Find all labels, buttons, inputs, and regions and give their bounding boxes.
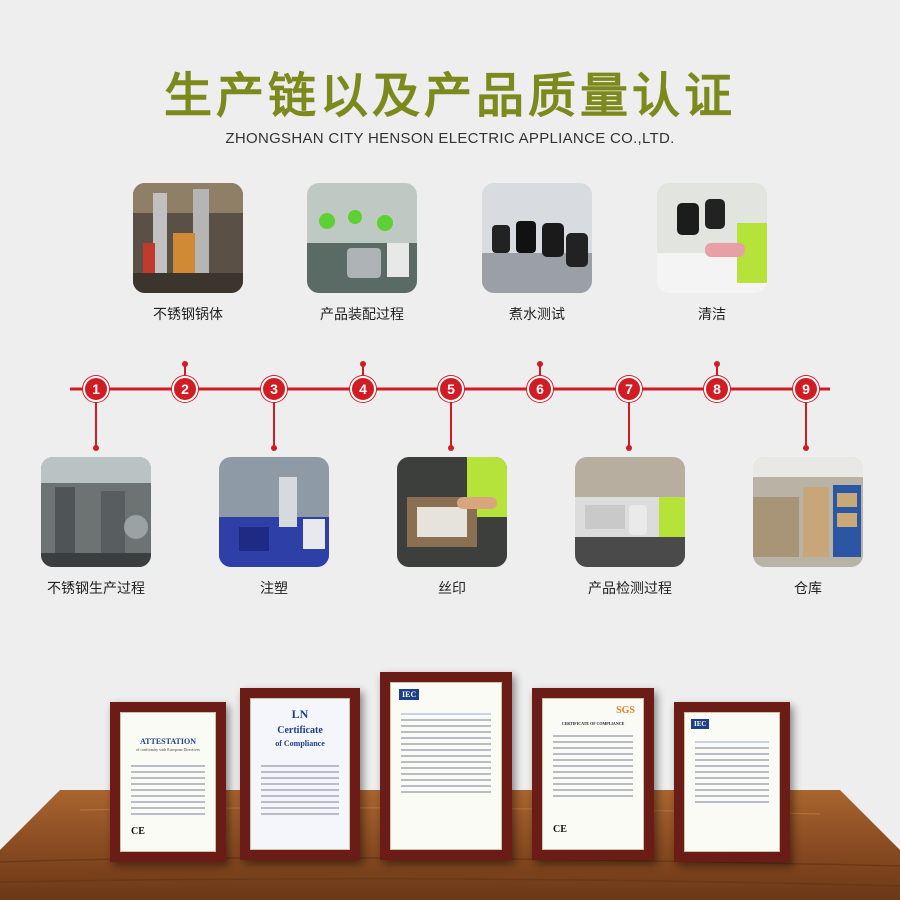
- step-9: 9: [793, 376, 819, 402]
- label-warehouse: 仓库: [794, 581, 822, 597]
- certificate-subheading: CERTIFICATE OF COMPLIANCE: [561, 721, 625, 726]
- certificate-subheading: of Compliance: [275, 739, 325, 748]
- photo-boiling-test: [482, 183, 592, 293]
- step-4: 4: [350, 376, 376, 402]
- iec-logo: IEC: [399, 689, 420, 700]
- certificate-attestation: ATTESTATION of conformity with European …: [110, 702, 226, 862]
- photo-stainless-body: [133, 183, 243, 293]
- photo-warehouse: [753, 457, 863, 567]
- step-1: 1: [83, 376, 109, 402]
- label-injection: 注塑: [260, 581, 288, 597]
- step-6: 6: [527, 376, 553, 402]
- label-stainless-body: 不锈钢锅体: [153, 307, 223, 323]
- ce-mark: CE: [131, 826, 145, 837]
- photo-inspection: [575, 457, 685, 567]
- label-cleaning: 清洁: [698, 307, 726, 323]
- step-2: 2: [172, 376, 198, 402]
- certificate-heading: ATTESTATION: [139, 737, 196, 746]
- label-assembly: 产品装配过程: [320, 307, 404, 323]
- step-8: 8: [704, 376, 730, 402]
- company-name: ZHONGSHAN CITY HENSON ELECTRIC APPLIANCE…: [225, 130, 675, 147]
- page-title: 生产链以及产品质量认证: [163, 68, 736, 124]
- step-3: 3: [261, 376, 287, 402]
- certificate-iec-2: IEC: [674, 702, 790, 862]
- photo-cleaning: [657, 183, 767, 293]
- photo-injection: [219, 457, 329, 567]
- certificate-heading: Certificate: [277, 725, 323, 736]
- photo-silkscreen: [397, 457, 507, 567]
- label-stainless-production: 不锈钢生产过程: [47, 581, 145, 597]
- iec-logo: IEC: [691, 719, 710, 729]
- label-inspection: 产品检测过程: [588, 581, 672, 597]
- step-5: 5: [438, 376, 464, 402]
- ce-mark: CE: [553, 824, 567, 835]
- certificate-sgs: SGS CERTIFICATE OF COMPLIANCE CE: [532, 688, 654, 860]
- certificate-subheading: of conformity with European Directives: [136, 747, 200, 752]
- certificate-compliance-ln: LN Certificate of Compliance: [240, 688, 360, 860]
- photo-assembly: [307, 183, 417, 293]
- label-boiling-test: 煮水测试: [509, 307, 565, 323]
- step-7: 7: [616, 376, 642, 402]
- photo-stainless-production: [41, 457, 151, 567]
- sgs-logo: SGS: [616, 705, 635, 716]
- certificate-iec-1: IEC: [380, 672, 512, 860]
- label-silkscreen: 丝印: [438, 581, 466, 597]
- ln-logo: LN: [291, 707, 309, 721]
